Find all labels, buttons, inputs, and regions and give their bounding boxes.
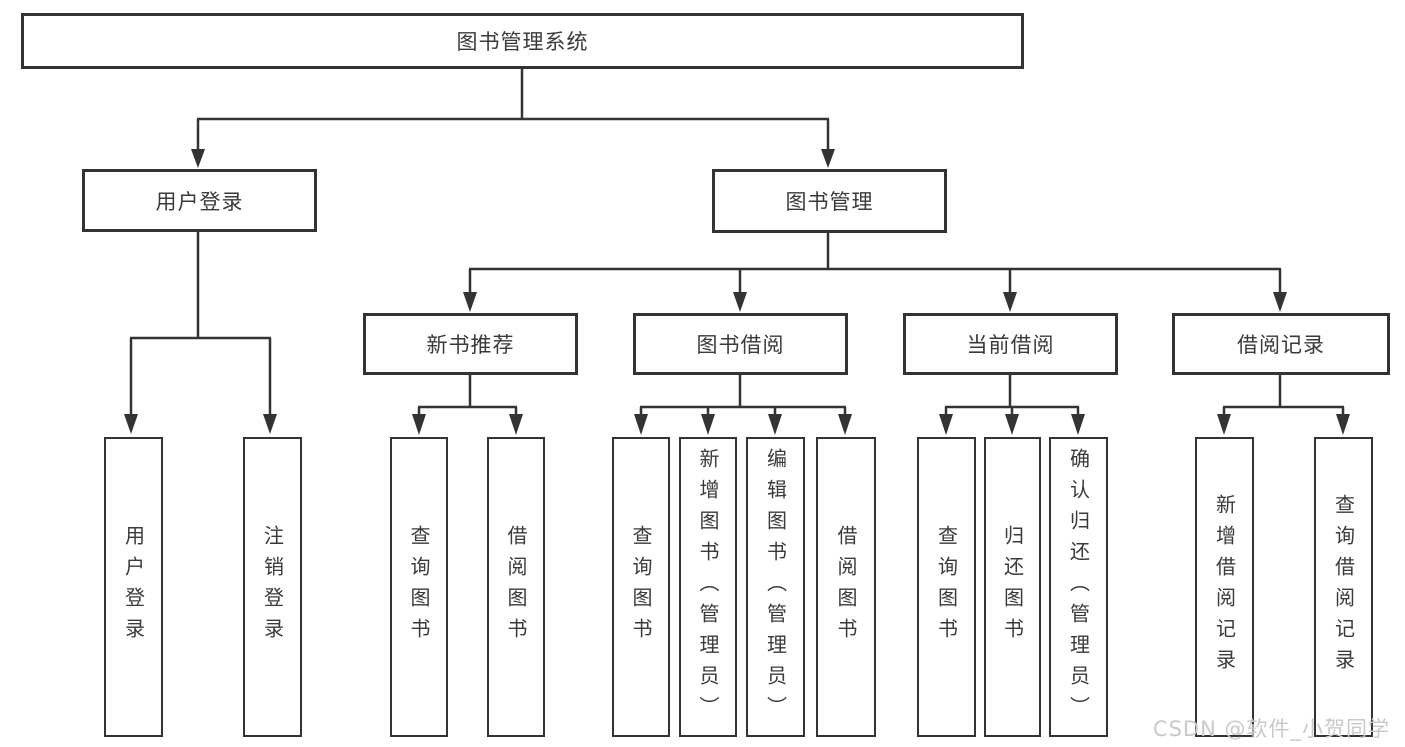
leaf-recommend-query-books: 查询图书 [390,437,448,737]
node-new-book-recommend-label: 新书推荐 [426,333,515,357]
leaf-confirm-return-admin-label: 确认归还（管理员） [1066,447,1091,727]
leaf-borrow-books-label: 借阅图书 [834,525,858,649]
leaf-add-book-admin: 新增图书（管理员） [679,437,737,737]
node-root: 图书管理系统 [21,13,1024,69]
node-book-management-label: 图书管理 [785,190,874,214]
leaf-confirm-return-admin: 确认归还（管理员） [1049,437,1108,737]
leaf-borrow-query-books: 查询图书 [612,437,670,737]
leaf-logout-label: 注销登录 [260,525,285,649]
node-book-borrow: 图书借阅 [633,313,848,375]
leaf-add-borrow-record: 新增借阅记录 [1195,437,1254,737]
leaf-edit-book-admin-label: 编辑图书（管理员） [763,447,788,727]
node-borrow-records: 借阅记录 [1172,313,1390,375]
node-new-book-recommend: 新书推荐 [363,313,578,375]
leaf-edit-book-admin: 编辑图书（管理员） [746,437,805,737]
leaf-recommend-query-books-label: 查询图书 [407,525,431,649]
leaf-add-borrow-record-label: 新增借阅记录 [1212,494,1237,680]
leaf-recommend-borrow-books-label: 借阅图书 [504,525,528,649]
leaf-borrow-books: 借阅图书 [816,437,876,737]
leaf-return-book: 归还图书 [984,437,1041,737]
node-root-label: 图书管理系统 [456,30,589,54]
node-book-borrow-label: 图书借阅 [696,333,785,357]
node-user-login: 用户登录 [82,169,317,232]
leaf-recommend-borrow-books: 借阅图书 [487,437,545,737]
node-book-management: 图书管理 [712,169,947,233]
node-borrow-records-label: 借阅记录 [1237,333,1325,357]
leaf-current-query-books: 查询图书 [917,437,976,737]
leaf-user-login-label: 用户登录 [121,525,146,649]
leaf-logout: 注销登录 [243,437,302,737]
leaf-current-query-books-label: 查询图书 [934,525,959,649]
leaf-borrow-query-books-label: 查询图书 [629,525,653,649]
leaf-query-borrow-record-label: 查询借阅记录 [1331,494,1356,680]
node-current-borrow: 当前借阅 [903,313,1118,375]
leaf-query-borrow-record: 查询借阅记录 [1314,437,1373,737]
leaf-add-book-admin-label: 新增图书（管理员） [696,447,720,727]
leaf-user-login: 用户登录 [104,437,163,737]
node-current-borrow-label: 当前借阅 [966,333,1055,357]
leaf-return-book-label: 归还图书 [1000,525,1025,649]
csdn-watermark: CSDN @软件_小贺同学 [1152,717,1390,741]
node-user-login-label: 用户登录 [155,189,244,214]
